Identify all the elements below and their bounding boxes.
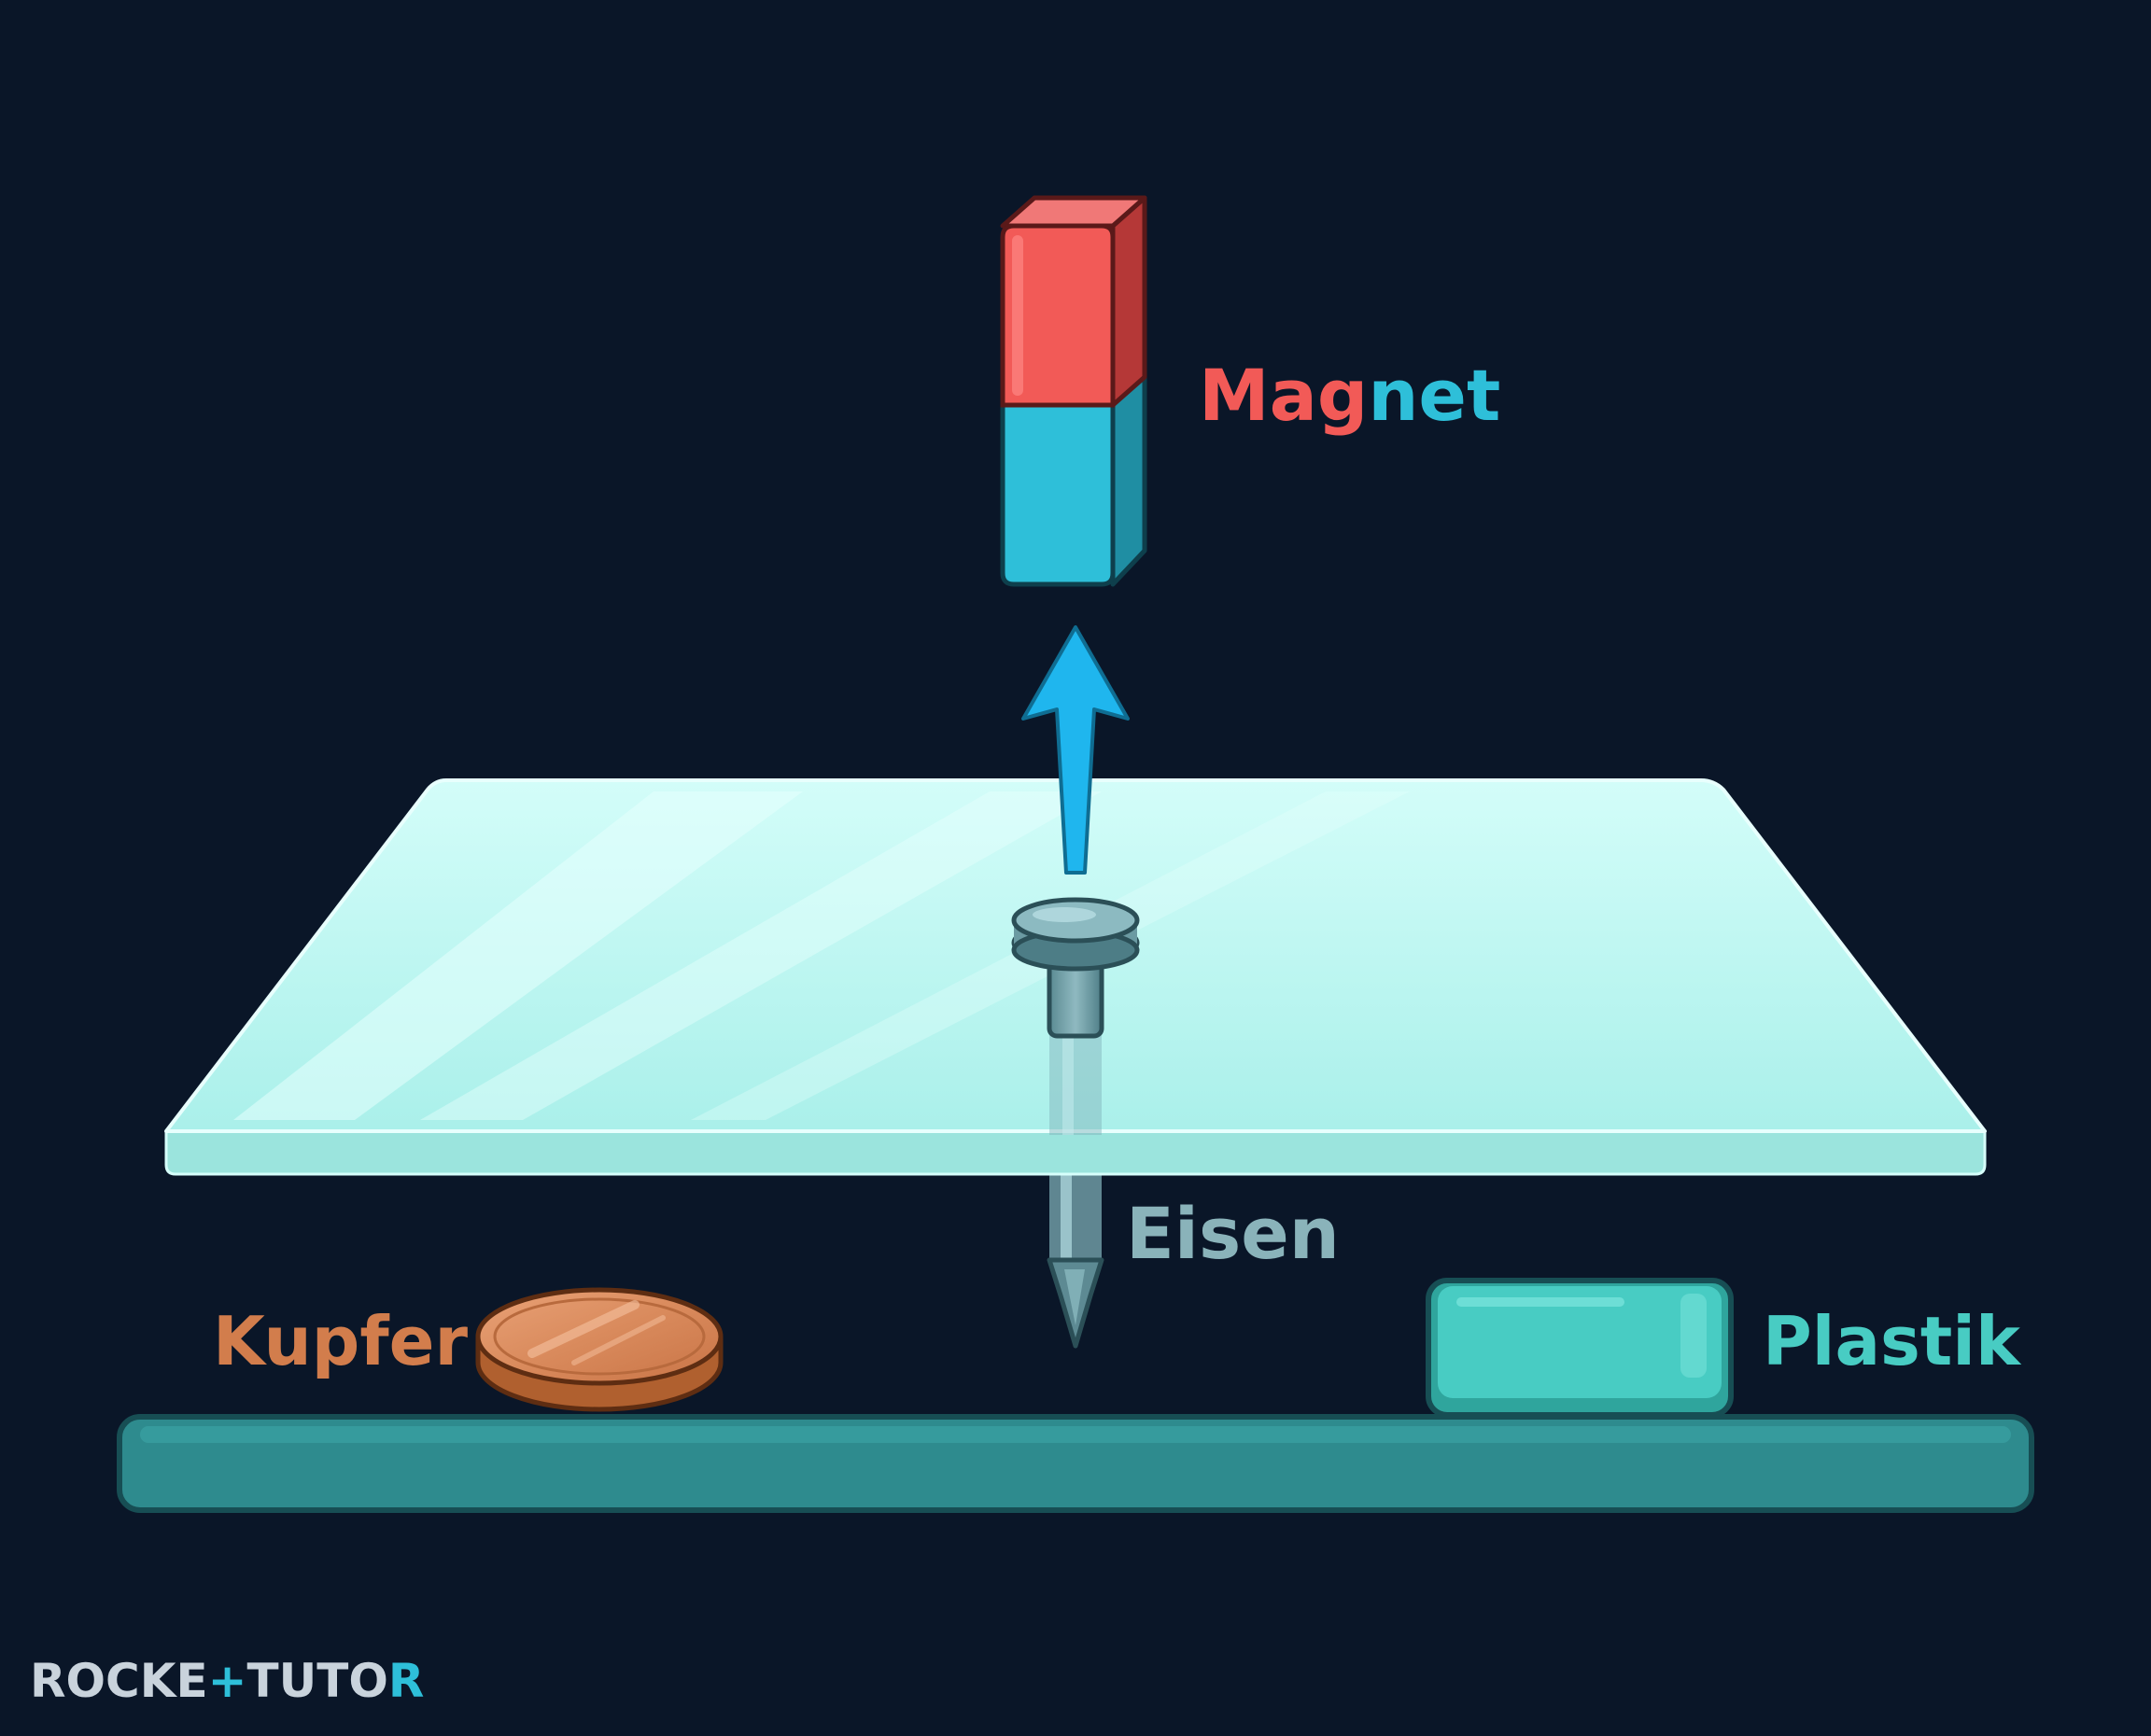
bar-magnet xyxy=(1000,195,1147,587)
plastic-block xyxy=(1426,1278,1734,1418)
copper-label: Kupfer xyxy=(213,1302,468,1380)
plastic-label: Plastik xyxy=(1763,1302,2022,1380)
magnet-label: Magnet xyxy=(1199,354,1500,437)
iron-nail-head xyxy=(1011,897,1140,1039)
magnet-label-south: net xyxy=(1368,354,1500,437)
attraction-arrow xyxy=(1021,625,1130,875)
ground-bar xyxy=(117,1414,2034,1513)
copper-coin xyxy=(475,1287,724,1412)
magnet-label-north: Mag xyxy=(1199,354,1368,437)
rocket-tutor-logo: ROCKE+TUTOR xyxy=(30,1654,424,1708)
iron-label: Eisen xyxy=(1126,1192,1340,1275)
logo-text: ROCKE+TUTOR xyxy=(30,1654,424,1708)
